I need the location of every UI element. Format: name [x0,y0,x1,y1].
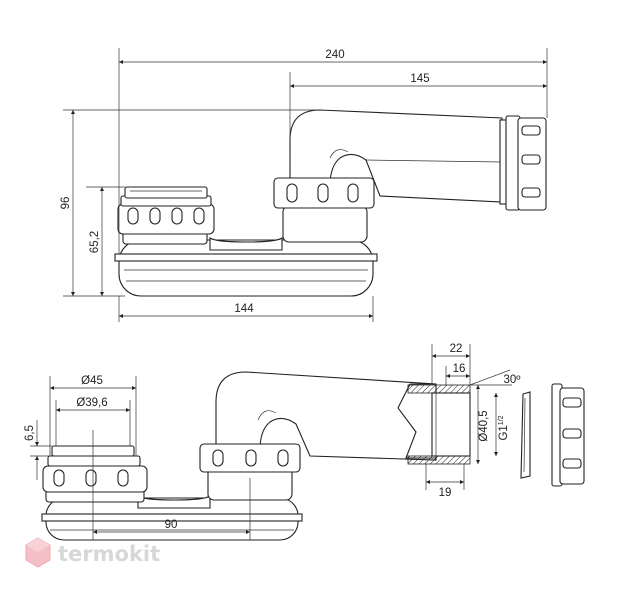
watermark-text: termokit [58,542,160,566]
top-dimensions [63,48,548,322]
dim-angle: 30º [504,374,522,386]
dim-socket-length: 19 [439,487,452,499]
dim-outer-diameter: Ø45 [81,375,103,387]
dim-overall-length: 240 [325,49,344,61]
dim-pipe-length: 145 [410,73,429,85]
dim-height-total: 96 [60,197,72,210]
trap-body [114,239,378,297]
dim-thread-length: 16 [453,363,466,375]
trap-body-bottom [41,497,303,541]
dim-body-length: 144 [234,303,254,315]
dim-flange-height: 6,5 [24,425,36,441]
dim-pipe-diameter: Ø40,5 [478,410,490,441]
dim-nut-width: 22 [450,343,463,355]
elbow-pipe [289,109,547,211]
thread-socket [407,384,471,465]
dim-center-distance: 90 [165,519,178,531]
dim-thread-fraction: 1/2 [498,415,505,425]
left-drain-cap [117,186,215,245]
left-drain-bottom [42,430,148,503]
bottom-dimensions [30,344,512,540]
trap-bridge [209,236,283,251]
bottom-view: Ø45 Ø39,6 6,5 90 22 16 30º Ø40,5 G11/2 1… [24,343,585,541]
gasket [520,391,531,479]
dim-height-outlet: 65,2 [89,231,101,253]
dim-inner-diameter: Ø39,6 [76,397,107,409]
dim-thread: G11/2 [498,415,510,440]
drain-cap-bottom [551,383,585,487]
watermark-logo: termokit [25,537,160,568]
right-union-nut [273,177,375,243]
top-view: 240 145 96 65,2 144 [60,48,548,322]
elbow-pipe-bottom [215,371,437,461]
dim-thread-main: G1 [498,425,510,440]
